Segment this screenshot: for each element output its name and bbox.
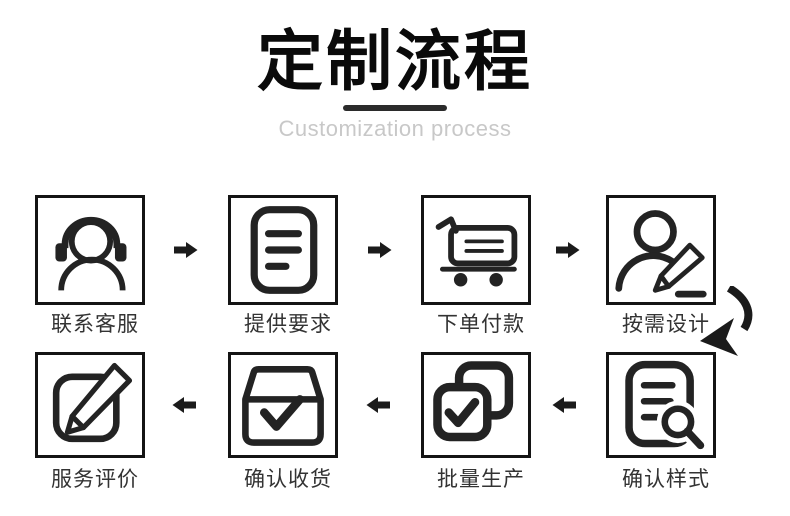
step-label-custom-design: 按需设计 — [622, 312, 710, 336]
step-label-provide-requirements: 提供要求 — [244, 312, 332, 336]
flow-arrow-right-icon — [173, 241, 199, 259]
step-provide-requirements — [228, 195, 338, 305]
page-subtitle: Customization process — [278, 116, 512, 141]
document-lines-icon — [250, 206, 318, 294]
pencil-square-icon — [52, 362, 133, 443]
flow-arrow-left-icon — [551, 396, 577, 414]
step-confirm-sample — [606, 352, 716, 458]
flow-arrow-left-icon — [171, 396, 197, 414]
step-label-order-payment: 下单付款 — [437, 312, 525, 336]
package-check-icon — [242, 365, 324, 446]
flow-arrow-left-icon — [365, 396, 391, 414]
step-custom-design — [606, 195, 716, 305]
step-label-contact-service: 联系客服 — [51, 312, 139, 336]
flow-arrow-right-icon — [555, 241, 581, 259]
step-contact-service — [35, 195, 145, 305]
person-pencil-icon — [615, 210, 707, 298]
step-order-payment — [421, 195, 531, 305]
flow-arrow-right-icon — [367, 241, 393, 259]
step-label-service-review: 服务评价 — [51, 467, 139, 491]
title-underline — [343, 105, 447, 111]
step-label-confirm-sample: 确认样式 — [622, 467, 710, 491]
flow-curve-arrow-icon — [697, 286, 759, 358]
headset-agent-icon — [55, 216, 127, 291]
stacked-checkbox-icon — [433, 361, 514, 442]
document-magnifier-icon — [625, 360, 707, 451]
step-label-batch-production: 批量生产 — [437, 467, 525, 491]
step-label-confirm-receipt: 确认收货 — [244, 467, 332, 491]
shopping-cart-icon — [435, 216, 518, 287]
step-confirm-receipt — [228, 352, 338, 458]
step-service-review — [35, 352, 145, 458]
step-batch-production — [421, 352, 531, 458]
page-title: 定制流程 — [257, 23, 533, 100]
